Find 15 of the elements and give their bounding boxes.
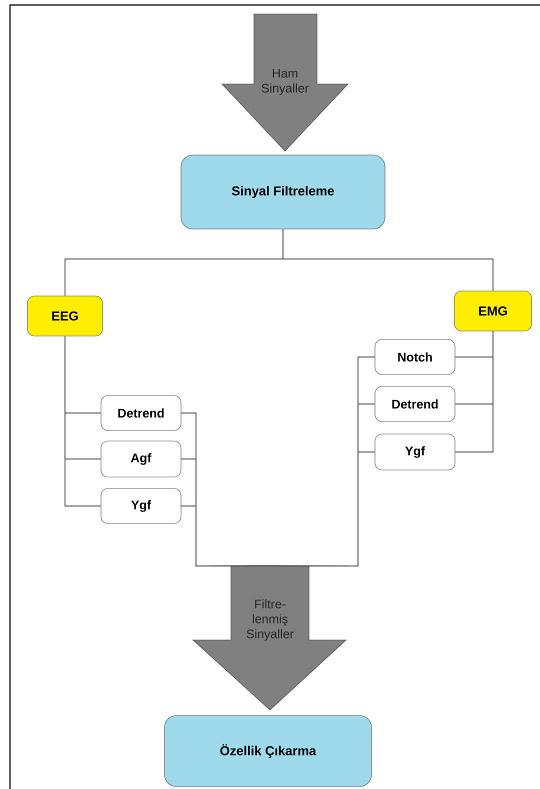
signal-box: EMG [454,290,532,332]
filter-box: Ygf [100,488,182,524]
signal-box: EEG [27,296,103,336]
connector-line [270,452,376,566]
filter-box: Ygf [374,434,456,470]
filter-box: Detrend [100,395,182,431]
connector-line [180,506,270,566]
filter-box: Detrend [374,386,456,422]
connector-line [454,330,494,452]
filter-box: Notch [374,339,456,375]
process-box: Özellik Çıkarma [164,715,372,787]
connector-line [64,336,102,506]
filter-box: Agf [100,440,182,478]
process-box: Sinyal Filtreleme [180,154,386,230]
connector-line [282,228,494,292]
